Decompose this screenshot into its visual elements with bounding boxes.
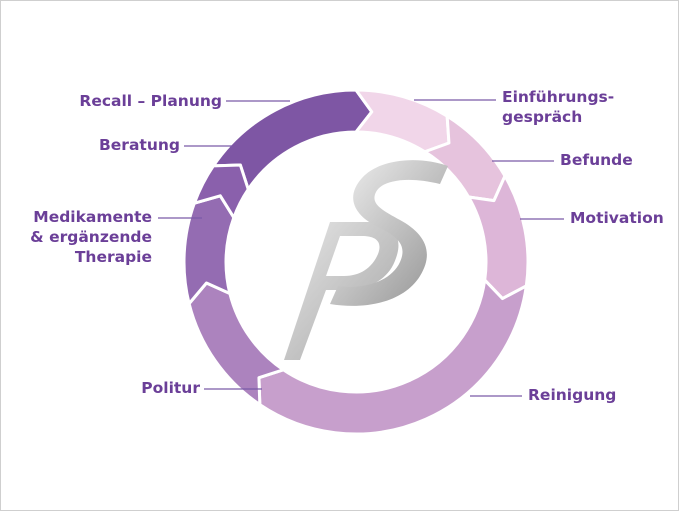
label-einfuehrungsgespraech: Einführungs- gespräch: [502, 88, 615, 126]
label-befunde: Befunde: [560, 151, 633, 169]
label-medikamente: Medikamente & ergänzende Therapie: [30, 208, 152, 266]
logo-s-shape: [330, 160, 448, 306]
label-reinigung: Reinigung: [528, 386, 617, 404]
label-recall-planung: Recall – Planung: [79, 92, 222, 110]
segment-einfuehrung: [354, 88, 451, 154]
connector-lines: [158, 99, 564, 397]
label-motivation: Motivation: [570, 209, 664, 227]
segment-beratung: [192, 163, 250, 220]
cycle-segments: [182, 88, 530, 436]
label-beratung: Beratung: [98, 136, 180, 154]
pS-logo-icon: [284, 160, 448, 360]
logo-p-shape: [284, 222, 399, 360]
label-politur: Politur: [141, 379, 200, 397]
